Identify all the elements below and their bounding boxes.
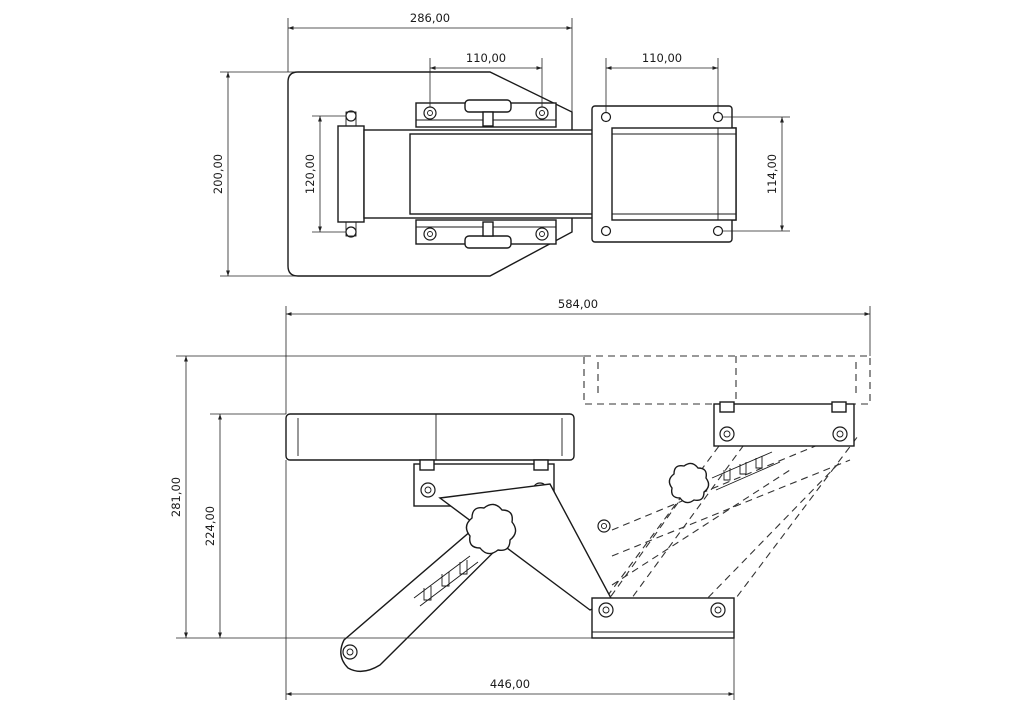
knob-top [464,99,512,113]
top-dimensions: 286,00 110,00 110,00 200,00 120,00 114,0… [211,11,790,277]
dim-bracket-height: 114,00 [765,154,779,194]
dim-total-length: 584,00 [558,297,598,311]
adjust-rack [413,555,479,607]
dim-top-inner-right: 110,00 [642,51,682,65]
end-bar [337,125,365,223]
dim-total-height: 281,00 [169,477,183,517]
side-dimensions: 584,00 281,00 224,00 446,00 [169,297,871,700]
knob-bottom [464,235,512,249]
dim-base-length: 446,00 [490,677,530,691]
dim-plate-height: 200,00 [211,154,225,194]
raised-position-outline [583,355,871,607]
top-view [287,71,737,277]
dim-lowered-height: 224,00 [203,506,217,546]
bolt-heads-top [423,106,549,241]
dim-top-width: 286,00 [410,11,450,25]
dim-inner-height: 120,00 [303,154,317,194]
side-view [285,355,871,673]
dim-top-inner-left: 110,00 [466,51,506,65]
transom-bracket-side [591,597,735,639]
adjust-knob [465,503,517,555]
raised-knob [668,462,710,504]
raised-bracket [713,403,855,447]
motor-plate-side [285,413,575,461]
